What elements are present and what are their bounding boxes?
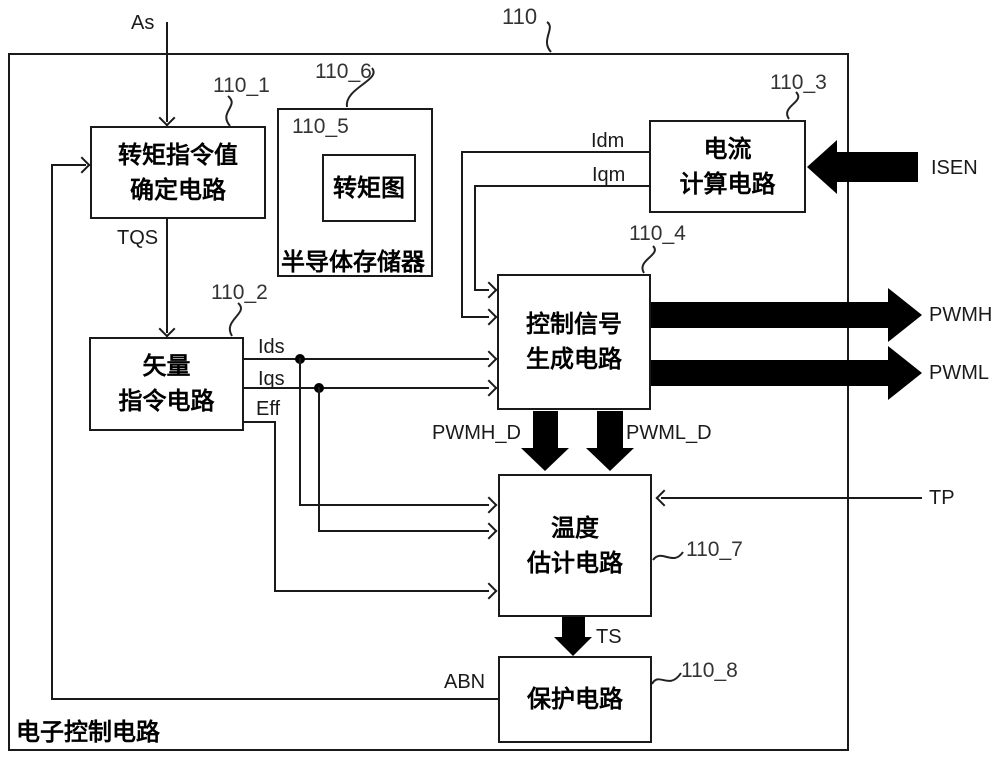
label-signal-pwmh-d: PWMH_D — [432, 422, 521, 444]
ref-label-110-1: 110_1 — [213, 74, 270, 97]
line-tqs — [166, 219, 168, 333]
label-signal-pwmh: PWMH — [929, 304, 993, 326]
line-as — [166, 22, 168, 122]
line-iqs — [244, 387, 489, 389]
line-eff-horizontal2 — [274, 590, 489, 592]
arrow-ts-head — [554, 637, 592, 656]
ref-label-110-6: 110_6 — [315, 60, 372, 83]
line-abn-feedback-vertical — [51, 164, 53, 700]
block-torque-map-label: 转矩图 — [333, 172, 405, 202]
line-iqs-branch-vertical — [318, 387, 320, 532]
block-vector-command-line2: 指令电路 — [118, 386, 215, 415]
line-eff-horizontal1 — [244, 421, 276, 423]
line-ids-branch-horizontal — [299, 504, 489, 506]
arrow-pwmh-d-stem — [533, 411, 558, 448]
ref-label-110-4: 110_4 — [629, 222, 686, 245]
arrow-ts-stem — [562, 617, 585, 637]
block-semiconductor-memory-label: 半导体存储器 — [281, 247, 425, 276]
block-vector-command-circuit: 矢量 指令电路 — [89, 337, 244, 431]
arrow-pwmh-d-head — [521, 448, 569, 471]
label-signal-iqs: Iqs — [258, 368, 285, 390]
label-signal-pwml: PWML — [929, 362, 989, 384]
line-idm-horizontal1 — [461, 151, 649, 153]
outer-boundary-box — [8, 53, 849, 751]
block-protection-label: 保护电路 — [527, 684, 623, 714]
block-protection-circuit: 保护电路 — [498, 656, 652, 743]
block-vector-command-line1: 矢量 — [142, 351, 191, 381]
arrow-pwml-head — [888, 346, 922, 400]
arrow-pwmh-head — [888, 288, 922, 342]
block-temp-estimate-line1: 温度 — [551, 512, 599, 542]
label-signal-eff: Eff — [256, 398, 281, 420]
line-iqs-branch-horizontal — [318, 530, 489, 532]
line-idm-horizontal2 — [461, 316, 489, 318]
ref-label-110-7: 110_7 — [686, 538, 743, 561]
ref-label-110-5: 110_5 — [292, 115, 349, 138]
line-eff-vertical — [274, 421, 276, 592]
line-iqm-vertical — [474, 185, 476, 291]
line-ids-branch-vertical — [299, 358, 301, 506]
block-torque-command-circuit: 转矩指令值 确定电路 — [90, 126, 266, 219]
label-signal-pwml-d: PWML_D — [626, 422, 712, 444]
ref-label-110-8: 110_8 — [681, 659, 738, 682]
arrow-isen-head — [807, 140, 837, 194]
arrow-pwmh-body — [651, 302, 888, 328]
block-control-signal-generation-circuit: 控制信号 生成电路 — [497, 274, 651, 410]
label-signal-abn: ABN — [444, 671, 486, 693]
line-iqm-horizontal1 — [474, 185, 649, 187]
label-signal-isen: ISEN — [931, 157, 978, 179]
ref-label-110-2: 110_2 — [211, 281, 268, 304]
block-torque-command-line2: 确定电路 — [130, 174, 226, 204]
block-torque-map: 转矩图 — [322, 154, 416, 222]
label-signal-idm: Idm — [591, 130, 625, 152]
arrow-isen-body — [837, 152, 918, 182]
label-signal-as: As — [131, 12, 155, 34]
line-tp — [661, 497, 922, 499]
block-current-calc-line2: 计算电路 — [679, 168, 776, 198]
block-current-calculation-circuit: 电流 计算电路 — [649, 120, 806, 213]
label-signal-ids: Ids — [258, 336, 285, 358]
arrow-pwml-d-head — [586, 448, 634, 471]
block-current-calc-line1: 电流 — [703, 133, 752, 163]
system-title: 电子控制电路 — [16, 717, 160, 746]
line-ids — [244, 358, 489, 360]
arrow-pwml-body — [651, 360, 888, 386]
ref-label-110: 110 — [502, 4, 538, 29]
ref-label-110-3: 110_3 — [770, 71, 827, 94]
block-control-signal-line2: 生成电路 — [526, 344, 622, 373]
line-abn-horizontal — [51, 698, 498, 700]
block-control-signal-line1: 控制信号 — [526, 309, 622, 339]
block-torque-command-line1: 转矩指令值 — [118, 139, 238, 169]
block-temp-estimate-line2: 估计电路 — [527, 547, 623, 577]
label-signal-iqm: Iqm — [592, 164, 626, 186]
line-iqm-horizontal2 — [474, 289, 489, 291]
block-temperature-estimation-circuit: 温度 估计电路 — [498, 474, 652, 617]
arrow-pwml-d-stem — [597, 411, 623, 448]
line-idm-vertical — [461, 151, 463, 318]
line-abn-feedback-top — [51, 164, 86, 166]
label-signal-tqs: TQS — [117, 227, 159, 249]
label-signal-tp: TP — [929, 487, 955, 509]
label-signal-ts: TS — [596, 626, 622, 648]
